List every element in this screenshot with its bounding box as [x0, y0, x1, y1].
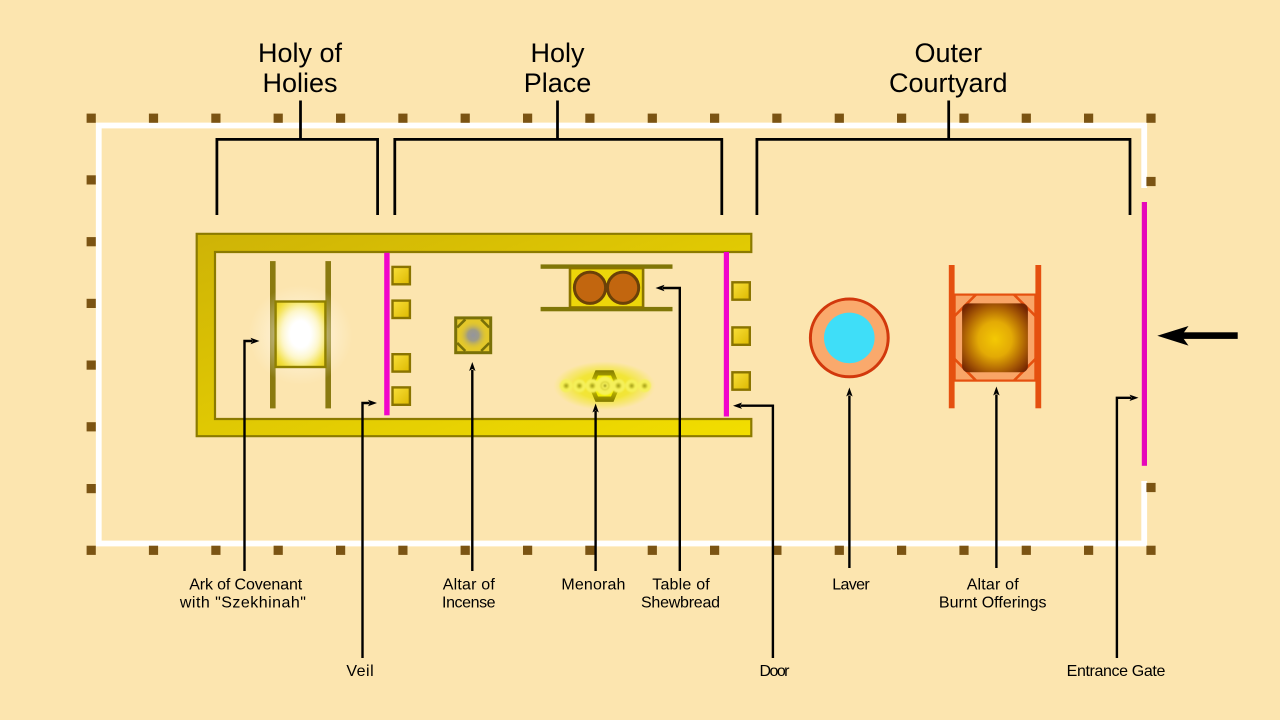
svg-text:Veil: Veil	[346, 663, 373, 680]
svg-text:Ark of Covenant: Ark of Covenant	[189, 576, 303, 593]
svg-text:Burnt Offerings: Burnt Offerings	[939, 594, 1047, 611]
svg-text:Outer: Outer	[915, 38, 983, 68]
svg-text:Holies: Holies	[262, 68, 337, 98]
svg-text:Altar of: Altar of	[443, 576, 496, 593]
svg-text:Altar of: Altar of	[967, 576, 1020, 593]
svg-text:Laver: Laver	[832, 576, 870, 593]
svg-text:Holy of: Holy of	[258, 38, 343, 68]
svg-text:with "Szekhinah": with "Szekhinah"	[179, 594, 306, 611]
svg-text:Place: Place	[524, 68, 592, 98]
svg-text:Shewbread: Shewbread	[641, 594, 720, 611]
svg-text:Incense: Incense	[442, 594, 496, 611]
svg-text:Menorah: Menorah	[561, 576, 625, 593]
svg-text:Table of: Table of	[652, 576, 710, 593]
svg-text:Courtyard: Courtyard	[889, 68, 1008, 98]
svg-text:Door: Door	[760, 663, 791, 680]
svg-text:Holy: Holy	[530, 38, 585, 68]
svg-text:Entrance Gate: Entrance Gate	[1067, 663, 1166, 680]
